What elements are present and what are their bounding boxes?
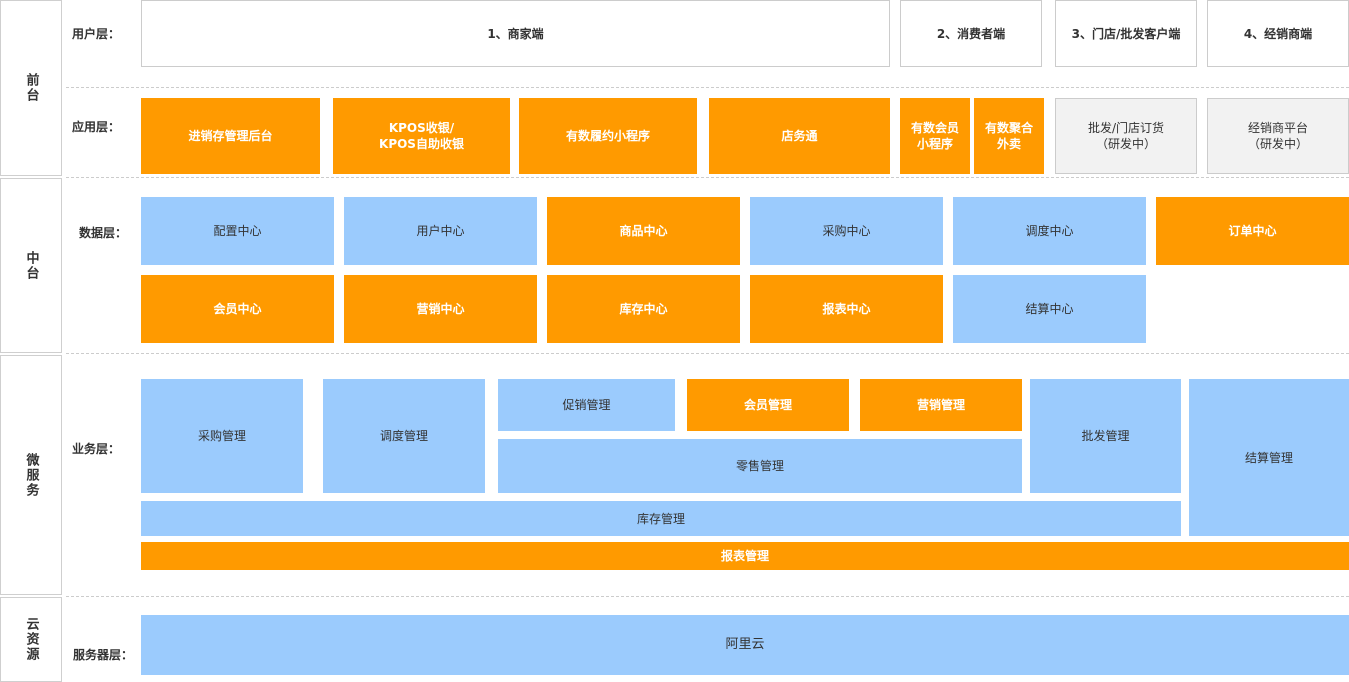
aggregated-takeout[interactable]: 有数聚合 外卖 <box>974 98 1044 174</box>
product-center[interactable]: 商品中心 <box>547 197 740 265</box>
member-management[interactable]: 会员管理 <box>687 379 849 431</box>
inventory-backend[interactable]: 进销存管理后台 <box>141 98 320 174</box>
settlement-center[interactable]: 结算中心 <box>953 275 1146 343</box>
stock-center[interactable]: 库存中心 <box>547 275 740 343</box>
aliyun-cloud[interactable]: 阿里云 <box>141 615 1349 675</box>
section-cloud: 云资源 <box>0 597 62 682</box>
member-mini-program[interactable]: 有数会员 小程序 <box>900 98 970 174</box>
layer-label-app: 应用层： <box>72 120 121 134</box>
store-wholesale-end[interactable]: 3、门店/批发客户端 <box>1055 0 1197 67</box>
promotion-management[interactable]: 促销管理 <box>498 379 675 431</box>
settlement-management[interactable]: 结算管理 <box>1189 379 1349 536</box>
purchase-center[interactable]: 采购中心 <box>750 197 943 265</box>
divider-middle-micro <box>66 353 1349 354</box>
section-middle: 中台 <box>0 178 62 353</box>
dispatch-management[interactable]: 调度管理 <box>323 379 485 493</box>
divider-front-middle <box>66 177 1349 178</box>
section-front: 前台 <box>0 0 62 176</box>
user-center[interactable]: 用户中心 <box>344 197 537 265</box>
consumer-end[interactable]: 2、消费者端 <box>900 0 1042 67</box>
purchase-management[interactable]: 采购管理 <box>141 379 303 493</box>
distributor-platform[interactable]: 经销商平台 （研发中） <box>1207 98 1349 174</box>
config-center[interactable]: 配置中心 <box>141 197 334 265</box>
order-center[interactable]: 订单中心 <box>1156 197 1349 265</box>
section-micro: 微服务 <box>0 355 62 595</box>
marketing-management[interactable]: 营销管理 <box>860 379 1022 431</box>
distributor-end[interactable]: 4、经销商端 <box>1207 0 1349 67</box>
layer-label-user: 用户层： <box>72 27 121 41</box>
fulfillment-mini-program[interactable]: 有数履约小程序 <box>519 98 697 174</box>
merchant-end[interactable]: 1、商家端 <box>141 0 890 67</box>
layer-label-business: 业务层： <box>72 442 121 456</box>
marketing-center[interactable]: 营销中心 <box>344 275 537 343</box>
divider-micro-cloud <box>66 596 1349 597</box>
report-management[interactable]: 报表管理 <box>141 542 1349 570</box>
report-center[interactable]: 报表中心 <box>750 275 943 343</box>
divider-user-app <box>66 87 1349 88</box>
stock-management[interactable]: 库存管理 <box>141 501 1181 536</box>
wholesale-store-ordering[interactable]: 批发/门店订货 （研发中） <box>1055 98 1197 174</box>
wholesale-management[interactable]: 批发管理 <box>1030 379 1181 493</box>
store-pass[interactable]: 店务通 <box>709 98 890 174</box>
member-center[interactable]: 会员中心 <box>141 275 334 343</box>
layer-label-server: 服务器层： <box>73 648 134 662</box>
layer-label-data: 数据层： <box>79 226 128 240</box>
dispatch-center[interactable]: 调度中心 <box>953 197 1146 265</box>
kpos-cashier[interactable]: KPOS收银/ KPOS自助收银 <box>333 98 510 174</box>
retail-management[interactable]: 零售管理 <box>498 439 1022 493</box>
